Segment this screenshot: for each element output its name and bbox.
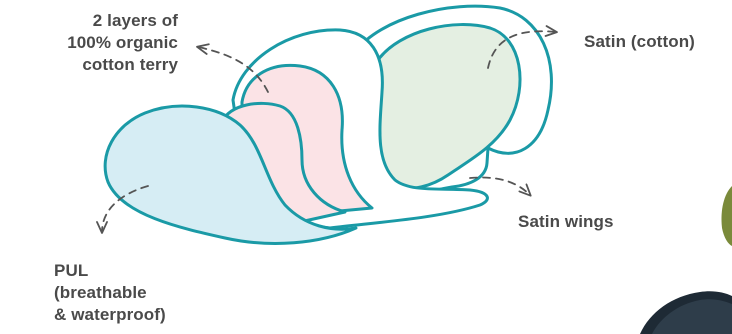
terry-pointer-arrow: [196, 43, 269, 93]
label-terry-line-3: cotton terry: [82, 55, 178, 74]
label-pul: PUL (breathable & waterproof): [54, 260, 166, 326]
label-terry-line-1: 2 layers of: [92, 11, 178, 30]
pul-pointer-arrow: [96, 185, 149, 234]
label-pul-line-2: (breathable: [54, 283, 147, 302]
label-pul-line-1: PUL: [54, 261, 89, 280]
label-pul-line-3: & waterproof): [54, 305, 166, 324]
label-terry-line-2: 100% organic: [67, 33, 178, 52]
satin-wings-pointer-arrow: [469, 176, 532, 197]
pul-bottom-layer: [103, 104, 358, 245]
satin-top-layer-inner: [372, 23, 522, 190]
label-satin-cotton: Satin (cotton): [584, 32, 695, 51]
label-satin-wings: Satin wings: [518, 212, 614, 231]
photo-edge-bottom-highlight: [652, 299, 732, 334]
label-organic-cotton-terry: 2 layers of 100% organic cotton terry: [0, 10, 178, 76]
photo-edge-right: [721, 186, 732, 246]
